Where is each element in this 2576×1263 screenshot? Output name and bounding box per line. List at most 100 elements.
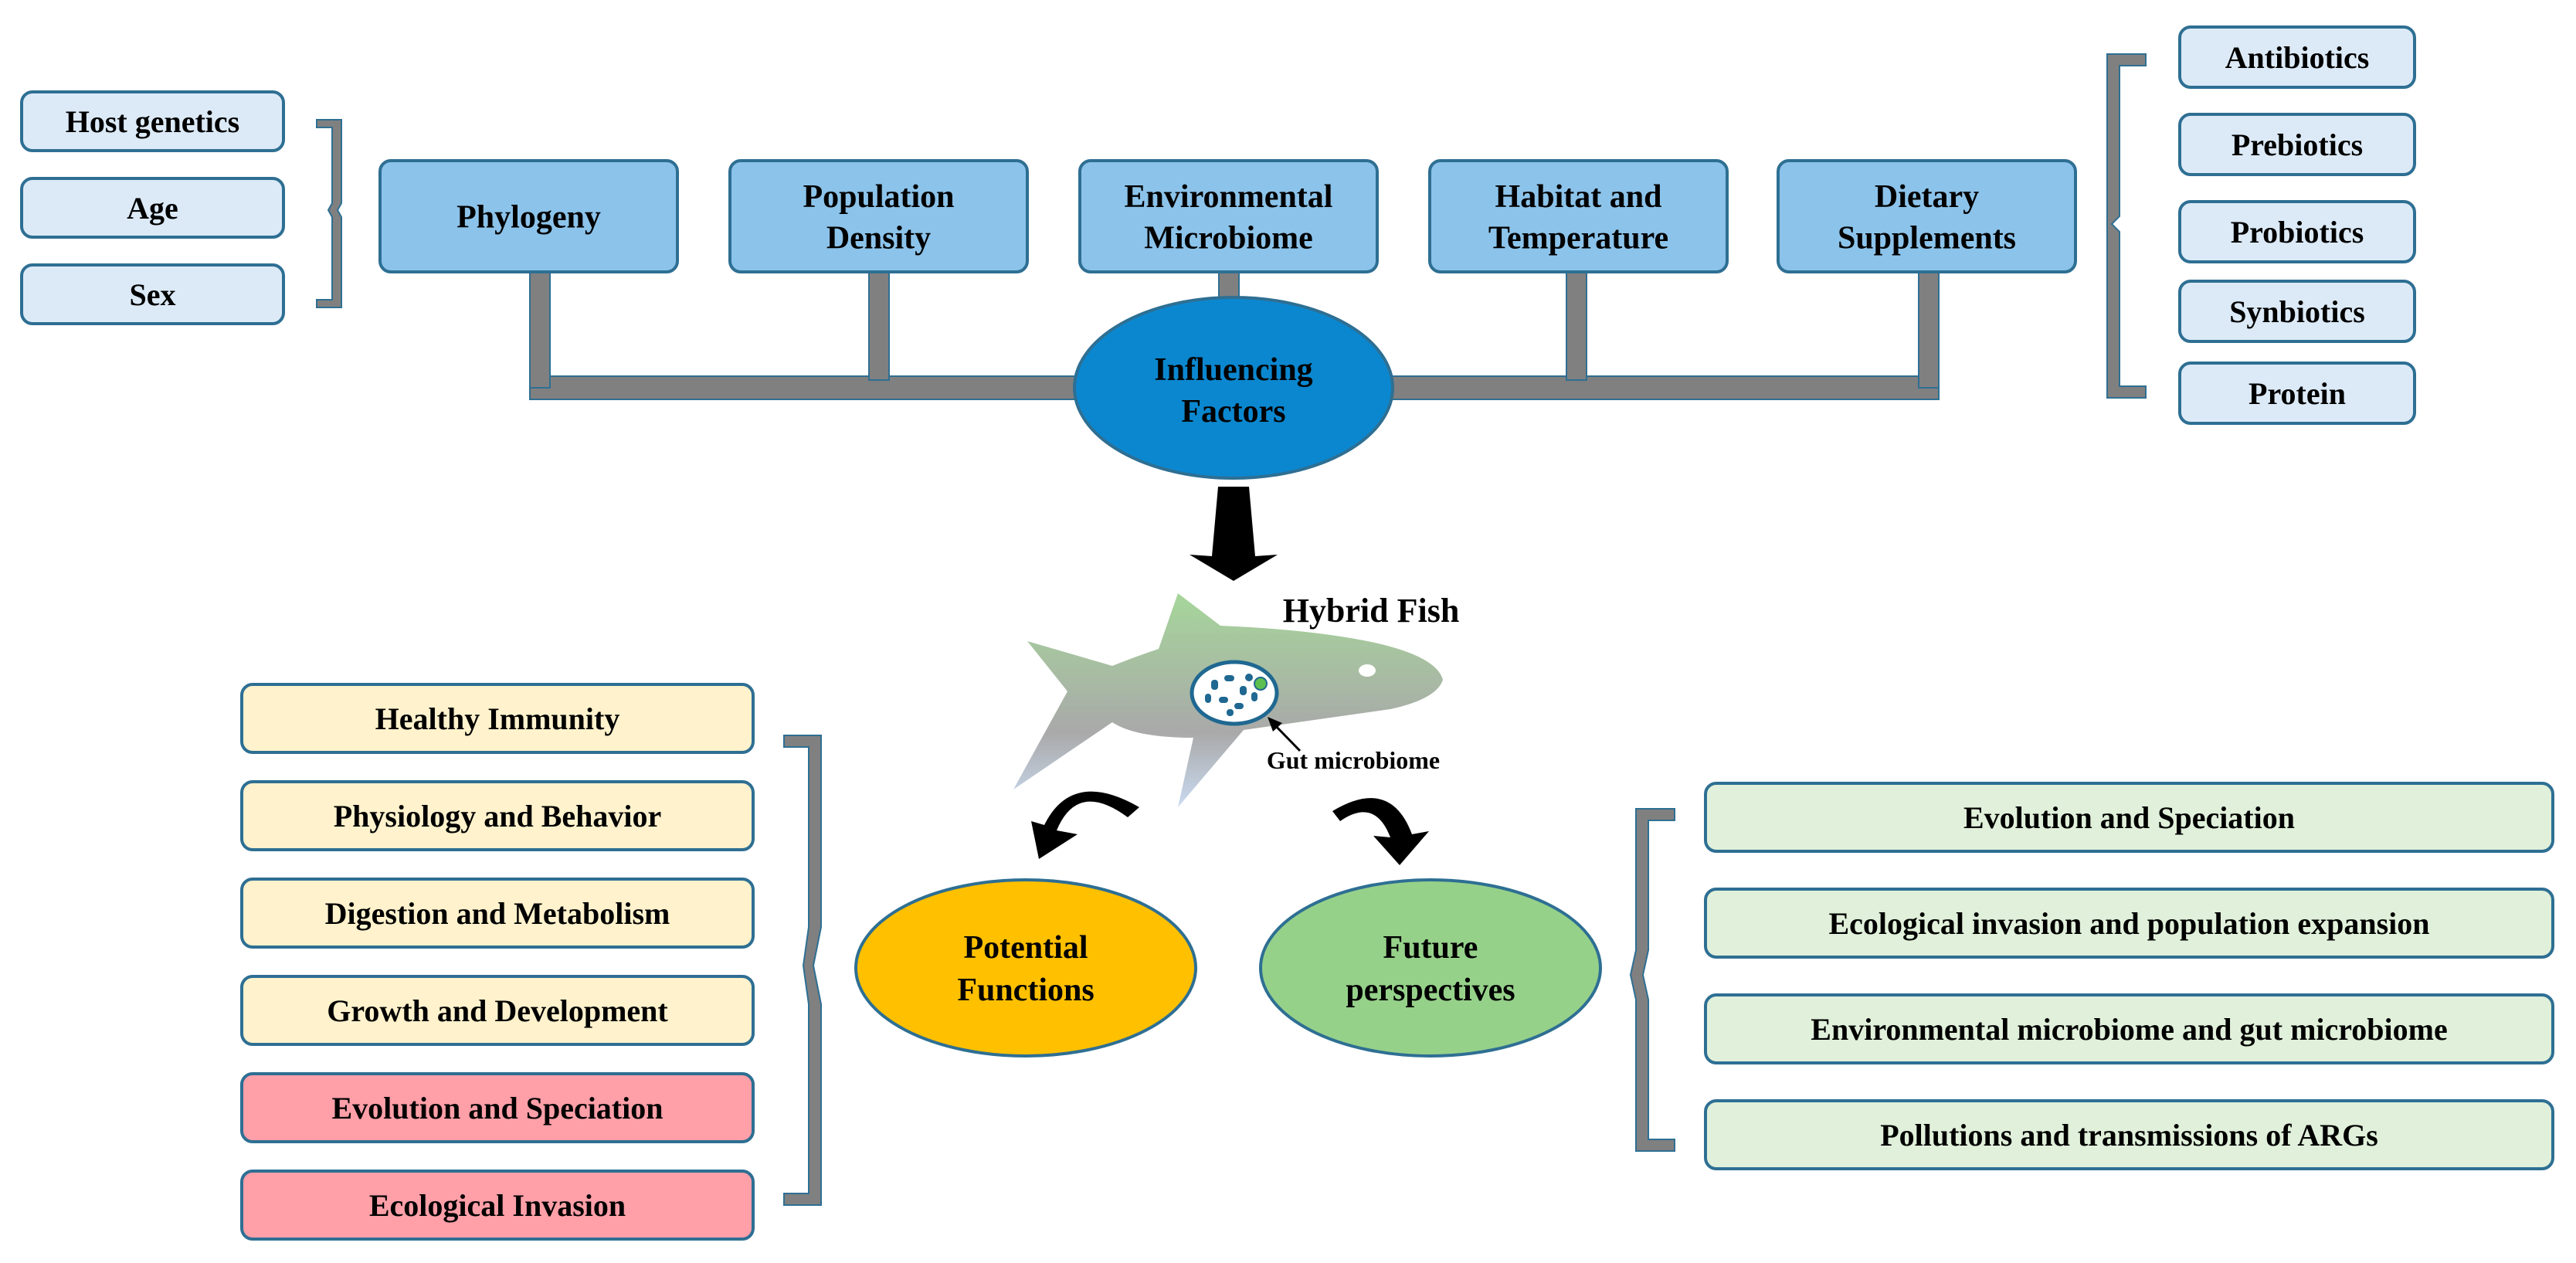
factor-environmental-microbiome-label-1: Environmental (1125, 179, 1333, 215)
hybrid-fish-label: Hybrid Fish (1283, 592, 1460, 630)
function-ecological-invasion: Ecological Invasion (240, 1170, 755, 1241)
host-factor-age-label: Age (127, 191, 178, 226)
future-perspectives-line-1: Future (1383, 930, 1478, 966)
hybrid-fish-illustration (1013, 593, 1443, 807)
connector-stem-population (868, 271, 890, 381)
potential-functions-line-1: Potential (964, 930, 1088, 966)
bracket-supplements (2106, 53, 2147, 399)
factor-dietary-supplements-label-2: Supplements (1838, 221, 2016, 256)
brackets (316, 53, 2147, 1206)
supplements-group: AntibioticsPrebioticsProbioticsSynbiotic… (2178, 25, 2416, 425)
supplement-protein: Protein (2178, 362, 2416, 425)
down-arrow-icon (1190, 487, 1278, 581)
perspective-environmental-microbiome-and-gut-microbiome-box (1704, 993, 2554, 1064)
factor-population-density-box (728, 159, 1029, 273)
connector-bar-left (529, 375, 1084, 400)
influencing-factors-line-2: Factors (1181, 394, 1285, 429)
function-ecological-invasion-box (240, 1170, 755, 1241)
function-digestion-and-metabolism-box (240, 878, 755, 949)
curved-arrow-right-icon (1332, 798, 1429, 865)
factor-phylogeny-label: Phylogeny (456, 200, 601, 236)
perspective-evolution-and-speciation-label: Evolution and Speciation (1963, 800, 2295, 835)
supplement-synbiotics-box (2178, 280, 2416, 343)
supplement-prebiotics-label: Prebiotics (2232, 127, 2363, 162)
host-factor-sex-label: Sex (130, 277, 176, 312)
factor-population-density-label-1: Population (803, 179, 954, 215)
factor-population-density-label-2: Density (826, 221, 931, 256)
host-factor-host-genetics-label: Host genetics (66, 104, 240, 139)
function-digestion-and-metabolism-label: Digestion and Metabolism (325, 896, 670, 931)
function-evolution-and-speciation: Evolution and Speciation (240, 1072, 755, 1143)
function-growth-and-development-label: Growth and Development (327, 993, 668, 1028)
perspective-environmental-microbiome-and-gut-microbiome-label: Environmental microbiome and gut microbi… (1811, 1012, 2447, 1047)
influencing-factors-node: Influencing Factors (1073, 296, 1394, 480)
gut-pointer-arrowhead-icon (1268, 717, 1282, 732)
perspective-pollutions-and-transmissions-of-args-box (1704, 1099, 2554, 1170)
perspective-evolution-and-speciation: Evolution and Speciation (1704, 782, 2554, 853)
connector-stem-habitat (1566, 271, 1587, 381)
influencing-factors-line-1: Influencing (1154, 352, 1312, 388)
future-perspectives-node: Future perspectives (1259, 878, 1602, 1058)
connector-bar-right (1382, 375, 1940, 400)
bracket-functions (783, 735, 822, 1206)
function-healthy-immunity: Healthy Immunity (240, 683, 755, 754)
perspective-ecological-invasion-and-population-expansion: Ecological invasion and population expan… (1704, 888, 2554, 959)
perspective-pollutions-and-transmissions-of-args: Pollutions and transmissions of ARGs (1704, 1099, 2554, 1170)
function-ecological-invasion-label: Ecological Invasion (369, 1188, 626, 1223)
function-physiology-and-behavior-label: Physiology and Behavior (334, 799, 662, 834)
function-growth-and-development: Growth and Development (240, 975, 755, 1046)
supplement-probiotics: Probiotics (2178, 200, 2416, 263)
factor-dietary-supplements-label-1: Dietary (1875, 179, 1979, 215)
host-factor-age: Age (20, 177, 285, 239)
supplement-prebiotics-box (2178, 113, 2416, 176)
factor-habitat-and-temperature-box (1428, 159, 1729, 273)
factor-habitat-and-temperature-label-2: Temperature (1488, 221, 1668, 256)
potential-functions-ellipse (854, 878, 1197, 1058)
perspective-ecological-invasion-and-population-expansion-label: Ecological invasion and population expan… (1828, 906, 2429, 941)
function-physiology-and-behavior: Physiology and Behavior (240, 780, 755, 851)
supplement-synbiotics-label: Synbiotics (2229, 294, 2365, 329)
gut-microbiome-icon (1190, 660, 1279, 726)
factor-phylogeny: Phylogeny (378, 159, 679, 273)
future-perspectives-ellipse (1259, 878, 1602, 1058)
supplement-probiotics-label: Probiotics (2231, 215, 2364, 250)
influencing-factors-ellipse (1073, 296, 1394, 480)
host-factor-host-genetics-box (20, 90, 285, 152)
curved-arrow-left-icon (1031, 791, 1139, 859)
microbe-dots-icon (1205, 674, 1257, 716)
microbe-green-icon (1254, 677, 1268, 691)
function-healthy-immunity-box (240, 683, 755, 754)
supplement-prebiotics: Prebiotics (2178, 113, 2416, 176)
factor-habitat-and-temperature-label-1: Habitat and (1495, 179, 1662, 215)
connector-stem-dietary (1918, 271, 1940, 389)
factor-phylogeny-box (378, 159, 679, 273)
function-physiology-and-behavior-box (240, 780, 755, 851)
perspective-ecological-invasion-and-population-expansion-box (1704, 888, 2554, 959)
supplement-synbiotics: Synbiotics (2178, 280, 2416, 343)
supplement-antibiotics: Antibiotics (2178, 25, 2416, 89)
potential-functions-node: Potential Functions (854, 878, 1197, 1058)
perspective-evolution-and-speciation-box (1704, 782, 2554, 853)
supplement-antibiotics-box (2178, 25, 2416, 89)
function-evolution-and-speciation-box (240, 1072, 755, 1143)
perspective-pollutions-and-transmissions-of-args-label: Pollutions and transmissions of ARGs (1880, 1118, 2378, 1153)
factor-environmental-microbiome-box (1078, 159, 1379, 273)
potential-functions-line-2: Functions (957, 973, 1094, 1008)
supplement-antibiotics-label: Antibiotics (2225, 40, 2370, 75)
supplement-probiotics-box (2178, 200, 2416, 263)
supplement-protein-label: Protein (2248, 376, 2346, 411)
fish-eye-icon (1359, 664, 1376, 677)
factor-environmental-microbiome-label-2: Microbiome (1144, 221, 1313, 256)
host-factor-host-genetics: Host genetics (20, 90, 285, 152)
factor-dietary-supplements-box (1777, 159, 2077, 273)
function-evolution-and-speciation-label: Evolution and Speciation (331, 1091, 663, 1125)
function-growth-and-development-box (240, 975, 755, 1046)
bracket-host-factors (316, 119, 342, 308)
